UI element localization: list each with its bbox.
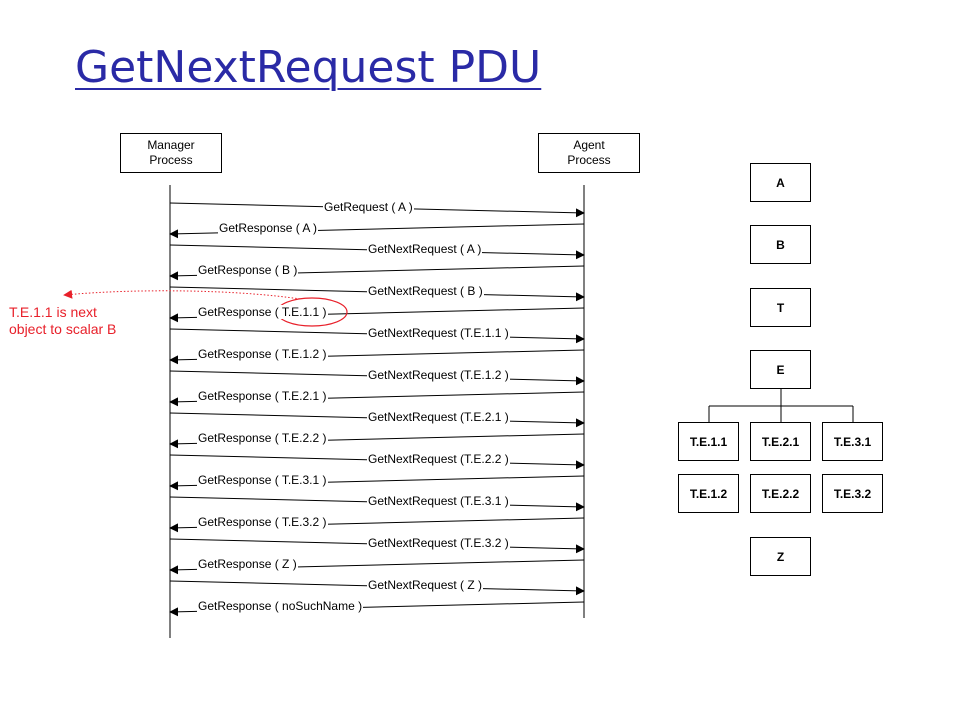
message-label: GetNextRequest (T.E.2.2 )	[367, 452, 510, 466]
tree-node-e: E	[750, 350, 811, 389]
tree-node-te21: T.E.2.1	[750, 422, 811, 461]
agent-process-box: Agent Process	[538, 133, 640, 173]
message-label: GetResponse ( A )	[218, 221, 319, 235]
annotation-note: T.E.1.1 is next object to scalar B	[9, 304, 116, 338]
tree-node-b: B	[750, 225, 811, 264]
message-label: GetNextRequest (T.E.2.1 )	[367, 410, 510, 424]
message-label: GetResponse ( T.E.3.1 )	[197, 473, 328, 487]
message-label: GetResponse ( Z )	[197, 557, 298, 571]
tree-node-z: Z	[750, 537, 811, 576]
tree-node-te11: T.E.1.1	[678, 422, 739, 461]
annotation-arrow	[63, 289, 301, 300]
message-label: GetResponse ( noSuchName )	[197, 599, 364, 613]
tree-node-t: T	[750, 288, 811, 327]
message-label: GetResponse ( T.E.1.1 )	[197, 305, 328, 319]
message-label: GetResponse ( T.E.3.2 )	[197, 515, 328, 529]
annotation-line-2: object to scalar B	[9, 321, 117, 337]
tree-node-te32: T.E.3.2	[822, 474, 883, 513]
annotation-line-1: T.E.1.1 is next	[9, 304, 97, 320]
page-title: GetNextRequest PDU	[75, 42, 542, 93]
message-label: GetResponse ( B )	[197, 263, 299, 277]
message-label: GetResponse ( T.E.2.2 )	[197, 431, 328, 445]
message-label: GetNextRequest (T.E.3.2 )	[367, 536, 510, 550]
tree-connectors	[708, 389, 854, 422]
message-label: GetNextRequest ( B )	[367, 284, 484, 298]
tree-node-te12: T.E.1.2	[678, 474, 739, 513]
tree-node-te22: T.E.2.2	[750, 474, 811, 513]
message-label: GetNextRequest (T.E.3.1 )	[367, 494, 510, 508]
message-label: GetRequest ( A )	[323, 200, 414, 214]
message-label: GetNextRequest (T.E.1.2 )	[367, 368, 510, 382]
tree-node-a: A	[750, 163, 811, 202]
message-label: GetResponse ( T.E.1.2 )	[197, 347, 328, 361]
manager-process-box: Manager Process	[120, 133, 222, 173]
tree-node-te31: T.E.3.1	[822, 422, 883, 461]
message-label: GetNextRequest ( Z )	[367, 578, 484, 592]
message-label: GetResponse ( T.E.2.1 )	[197, 389, 328, 403]
message-label: GetNextRequest (T.E.1.1 )	[367, 326, 510, 340]
message-label: GetNextRequest ( A )	[367, 242, 483, 256]
